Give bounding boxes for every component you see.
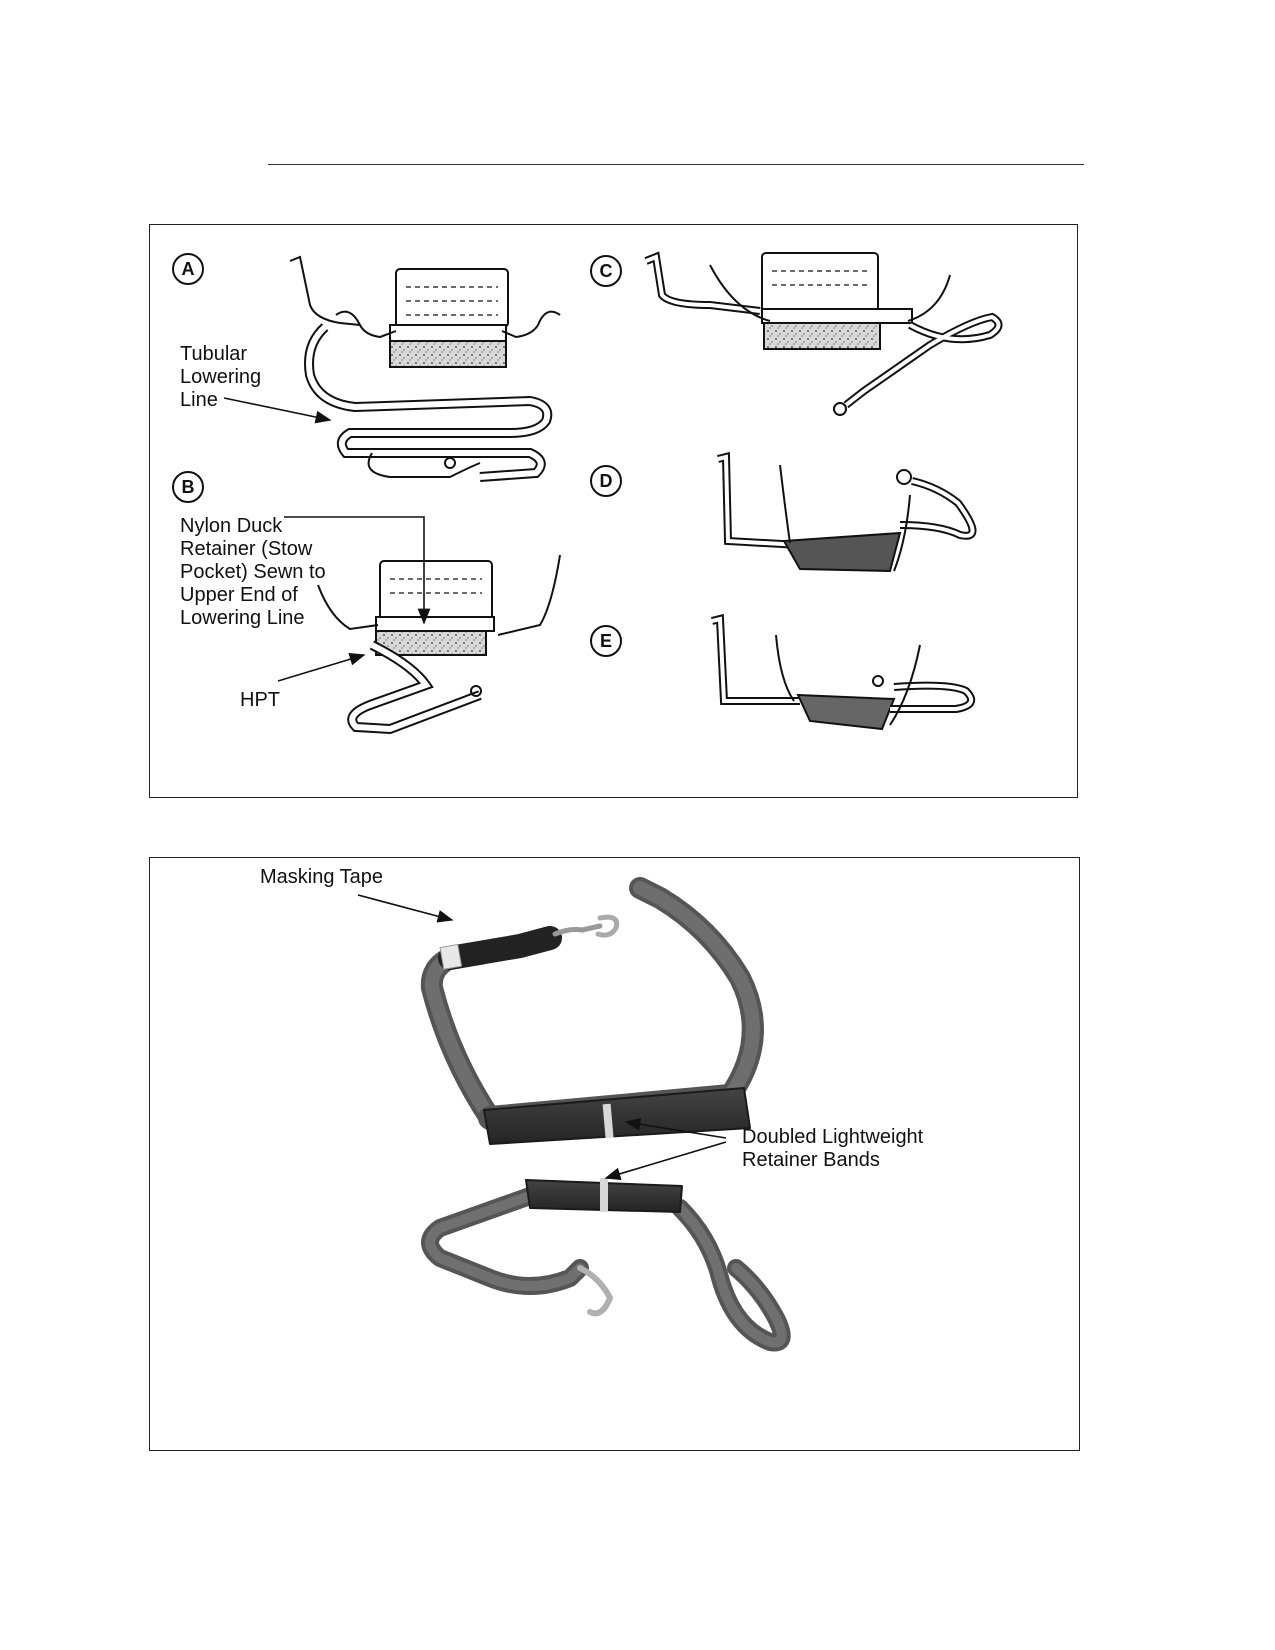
retainer-arrows — [357, 894, 727, 1180]
masking-tape-wrap — [439, 943, 463, 970]
lower-snap-hook — [577, 1265, 613, 1317]
retainer-bands-label: Doubled Lightweight Retainer Bands — [742, 1126, 924, 1171]
lower-strap — [421, 1178, 791, 1352]
step-d-marker: D — [590, 465, 622, 497]
step-b-drawing — [317, 554, 561, 735]
retainer-bands-photo — [357, 877, 791, 1352]
step-d-drawing — [717, 451, 977, 573]
step-a-drawing — [289, 255, 561, 482]
stowing-steps-drawing — [223, 251, 1003, 735]
header-rule — [268, 164, 1084, 165]
step-e-marker: E — [590, 625, 622, 657]
step-a-arrows — [223, 397, 431, 682]
masking-tape-label: Masking Tape — [260, 866, 384, 888]
upper-retainer-band — [602, 1103, 614, 1139]
step-c-drawing — [644, 251, 1003, 416]
tubular-lowering-line-label: Tubular Lowering Line — [180, 343, 262, 411]
step-e-drawing — [711, 613, 976, 731]
stowing-steps-figure: A B C D E Tubular Lowering Line Nylon Du… — [149, 224, 1078, 798]
lower-retainer-band — [600, 1178, 608, 1212]
upper-strap — [420, 877, 764, 1145]
upper-stow-pouch — [483, 1087, 751, 1145]
step-a-marker: A — [172, 253, 204, 285]
retainer-bands-figure: Masking Tape Doubled Lightweight Retaine… — [149, 857, 1080, 1451]
hpt-label: HPT — [240, 689, 280, 711]
step-c-marker: C — [590, 255, 622, 287]
step-b-marker: B — [172, 471, 204, 503]
nylon-duck-retainer-label: Nylon Duck Retainer (Stow Pocket) Sewn t… — [180, 515, 326, 629]
